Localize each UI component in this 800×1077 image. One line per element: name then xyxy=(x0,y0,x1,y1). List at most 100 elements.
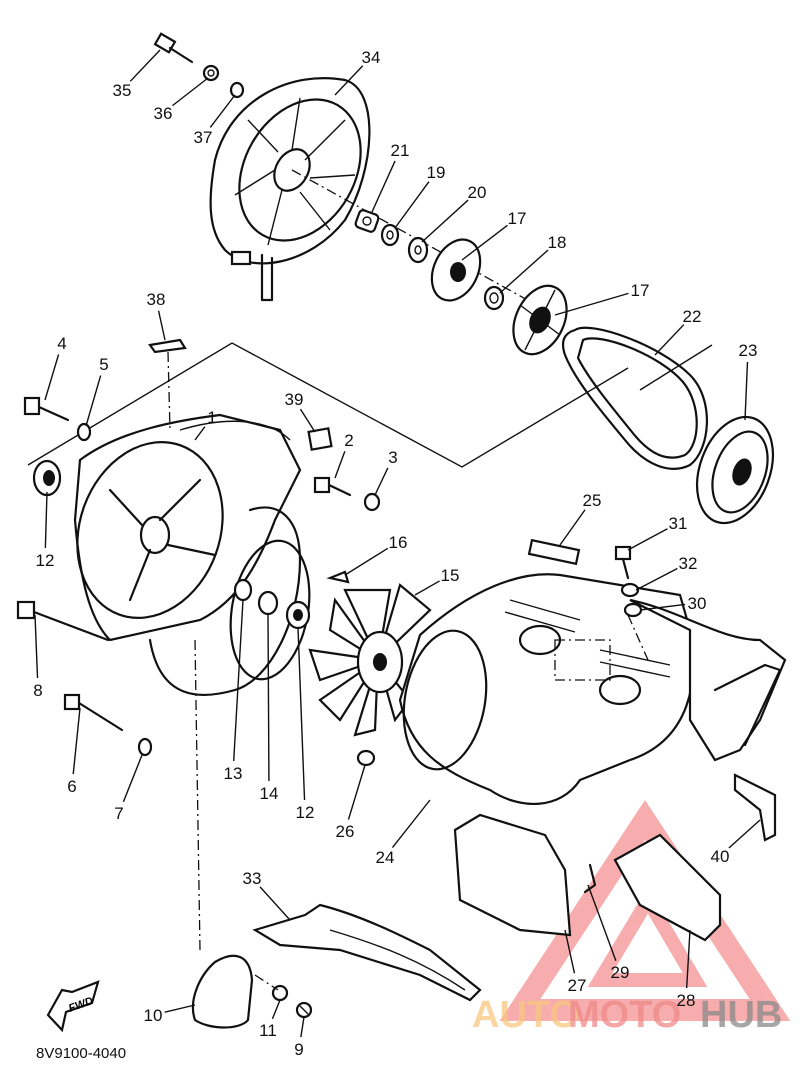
part-label-15: 15 xyxy=(441,566,460,585)
leader-line xyxy=(122,754,143,803)
washer-7 xyxy=(137,737,153,757)
part-label-13: 13 xyxy=(224,764,243,783)
nut-21 xyxy=(354,209,380,233)
leader-line xyxy=(271,999,281,1020)
bolt-35 xyxy=(153,32,194,64)
leader-line xyxy=(334,451,346,479)
part-label-31: 31 xyxy=(669,514,688,533)
part-label-4: 4 xyxy=(57,334,66,353)
pulley-half-17b xyxy=(512,284,568,356)
leader-line xyxy=(334,65,364,96)
washer-37 xyxy=(229,81,245,99)
bracket-40 xyxy=(733,773,777,842)
part-label-30: 30 xyxy=(688,594,707,613)
bolt-31 xyxy=(614,545,632,580)
leader-line xyxy=(194,426,206,441)
part-label-39: 39 xyxy=(285,390,304,409)
part-label-25: 25 xyxy=(583,491,602,510)
part-label-19: 19 xyxy=(427,163,446,182)
key-16 xyxy=(326,570,350,584)
leader-line xyxy=(374,467,389,496)
cover-plate xyxy=(229,539,311,681)
leader-line xyxy=(744,361,749,421)
leader-line xyxy=(559,509,586,546)
leader-line xyxy=(639,603,686,611)
clip-38 xyxy=(148,338,187,354)
part-label-34: 34 xyxy=(362,48,381,67)
part-label-16: 16 xyxy=(389,533,408,552)
duct-28 xyxy=(613,833,722,942)
leader-line xyxy=(635,567,678,591)
nut-9 xyxy=(295,1001,313,1019)
part-label-24: 24 xyxy=(376,848,395,867)
rubber-25 xyxy=(527,538,581,566)
guard-33 xyxy=(252,903,482,1002)
part-label-37: 37 xyxy=(194,128,213,147)
leader-line xyxy=(299,408,316,433)
part-label-32: 32 xyxy=(679,554,698,573)
part-label-38: 38 xyxy=(147,290,166,309)
part-label-1: 1 xyxy=(207,408,216,427)
leader-line xyxy=(72,707,81,775)
part-label-21: 21 xyxy=(391,141,410,160)
leader-line xyxy=(300,1016,305,1038)
cooling-fan-15 xyxy=(308,583,432,737)
washer-19 xyxy=(380,223,400,247)
part-label-22: 22 xyxy=(683,307,702,326)
leader-line xyxy=(44,491,48,549)
leader-line xyxy=(685,929,691,989)
leader-line xyxy=(232,599,244,762)
leader-line xyxy=(564,929,576,974)
clip-26 xyxy=(356,749,376,767)
part-label-12: 12 xyxy=(296,803,315,822)
leader-line xyxy=(297,627,306,801)
part-label-28: 28 xyxy=(677,991,696,1010)
part-label-10: 10 xyxy=(144,1006,163,1025)
leader-line xyxy=(157,310,166,341)
watermark-part-1: AUTO xyxy=(472,994,579,1036)
duct-27 xyxy=(453,813,572,937)
bolt-2 xyxy=(313,476,352,497)
leader-line xyxy=(44,354,60,401)
leader-line xyxy=(129,49,161,82)
leader-line xyxy=(414,580,440,596)
part-label-9: 9 xyxy=(294,1040,303,1059)
part-label-35: 35 xyxy=(113,81,132,100)
part-label-18: 18 xyxy=(548,233,567,252)
leader-line xyxy=(344,547,389,576)
washer-5 xyxy=(76,422,92,442)
bolt-4 xyxy=(23,396,70,422)
pulley-half-17 xyxy=(430,238,482,302)
leader-line xyxy=(347,764,366,820)
washer-3 xyxy=(363,492,381,512)
fan-cover-34 xyxy=(209,77,371,302)
part-label-14: 14 xyxy=(260,784,279,803)
part-label-7: 7 xyxy=(114,804,123,823)
part-label-17: 17 xyxy=(631,281,650,300)
leader-line xyxy=(728,819,761,849)
leader-line xyxy=(499,249,549,294)
part-label-17: 17 xyxy=(508,209,527,228)
clip-29 xyxy=(583,863,597,894)
fwd-direction-arrow: FWD xyxy=(46,980,100,1033)
leader-line xyxy=(85,375,102,427)
leader-line xyxy=(627,528,668,551)
leader-line xyxy=(209,94,236,128)
washer-32 xyxy=(620,582,640,598)
part-label-27: 27 xyxy=(568,976,587,995)
leader-line xyxy=(554,292,629,316)
v-belt-22 xyxy=(561,326,709,470)
leader-line xyxy=(654,324,685,356)
part-label-11: 11 xyxy=(259,1021,277,1040)
part-label-8: 8 xyxy=(33,681,42,700)
pulley-23 xyxy=(696,415,774,525)
part-label-33: 33 xyxy=(243,869,262,888)
bolt-8 xyxy=(16,600,110,642)
part-label-26: 26 xyxy=(336,822,355,841)
leader-line xyxy=(371,160,396,213)
leader-line xyxy=(172,77,209,107)
leader-line xyxy=(34,614,39,679)
washer-30 xyxy=(623,602,643,618)
part-label-29: 29 xyxy=(611,963,630,982)
